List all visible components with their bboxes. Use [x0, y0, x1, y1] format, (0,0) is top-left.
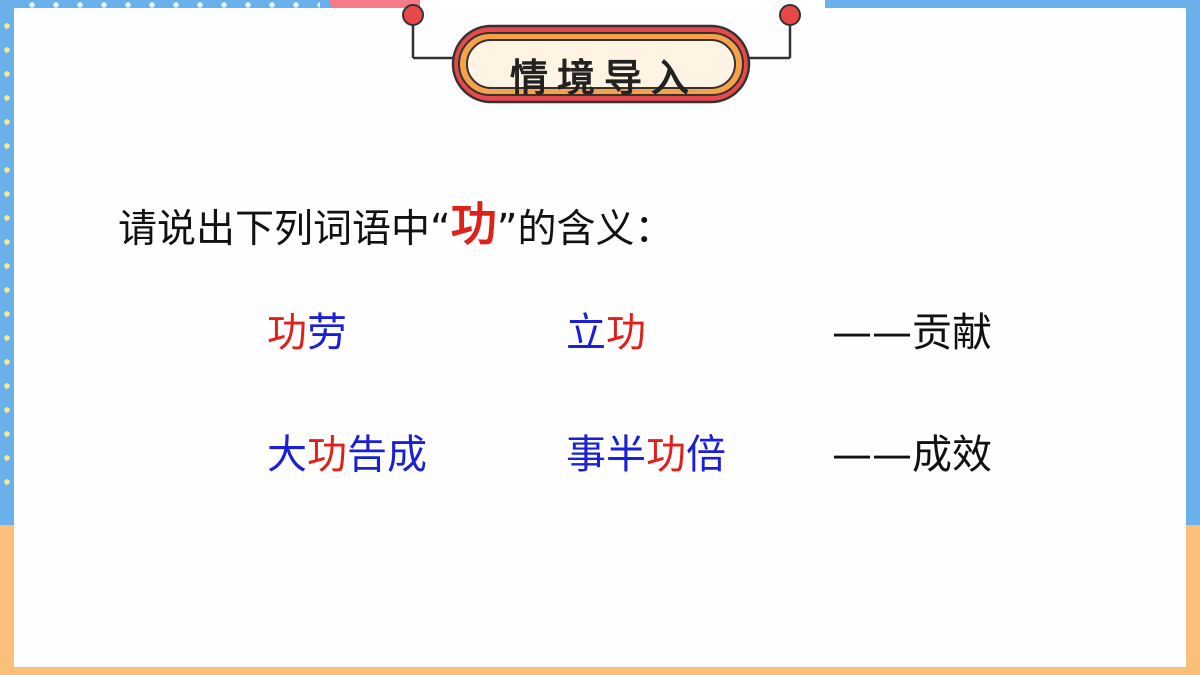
prompt-text-before: 请说出下列词语中 [118, 207, 431, 252]
word-char: 大 [267, 432, 307, 478]
frame-left-accent [0, 525, 14, 675]
frame-right-accent [1186, 525, 1200, 675]
prompt-open-quote: “ [430, 206, 451, 252]
word-char: 功 [307, 432, 347, 478]
word-shibangongbei: 事半功倍 [566, 422, 726, 480]
word-char: 功 [646, 432, 686, 478]
word-char: 功 [606, 310, 646, 356]
word-ligong: 立功 [566, 300, 646, 358]
frame-top-pink-tab [330, 0, 420, 7]
meaning-contribution: ——贡献 [832, 310, 992, 356]
title-badge-graphic [402, 4, 801, 104]
meaning-effect: ——成效 [832, 432, 992, 478]
word-char: 倍 [686, 432, 726, 478]
word-char: 立 [566, 310, 606, 356]
word-char: 事半 [566, 432, 646, 478]
frame-dots-left [3, 14, 11, 494]
slide-panel [14, 8, 1186, 667]
prompt-keyword: 功 [450, 197, 497, 251]
title-badge: 情境导入 [395, 0, 815, 110]
frame-bottom-border [0, 667, 1200, 675]
frame-right-border [1186, 0, 1200, 675]
word-dagonggaocheng: 大功告成 [267, 422, 427, 480]
word-gonglao: 功劳 [267, 300, 347, 358]
frame-top-white-strip [420, 0, 825, 8]
prompt-close-quote: ” [496, 206, 518, 252]
frame-dots-top [20, 1, 320, 9]
title-text: 情境导入 [509, 55, 698, 100]
question-prompt: 请说出下列词语中“功”的含义： [118, 190, 674, 256]
word-char: 告成 [347, 432, 427, 478]
word-char: 劳 [307, 310, 347, 356]
prompt-text-after: 的含义： [517, 207, 674, 252]
word-char: 功 [267, 310, 307, 356]
